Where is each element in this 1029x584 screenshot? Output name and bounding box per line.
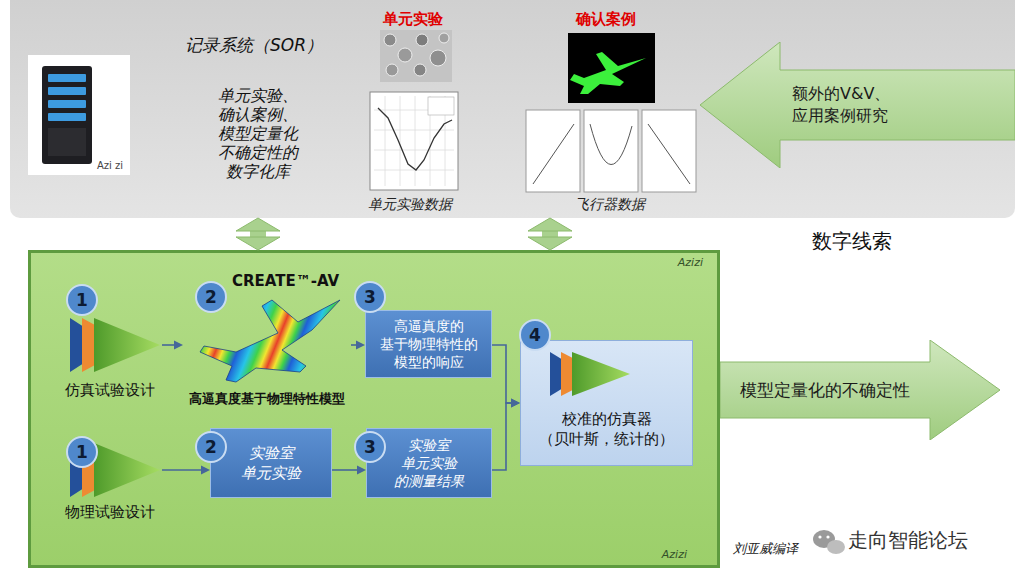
aircraft-image — [568, 33, 655, 103]
aircraft-image — [570, 52, 646, 94]
emulator-box: 校准的仿真器 （贝叶斯，统计的） — [520, 340, 693, 466]
server-icon — [42, 66, 92, 164]
feedback-arrow: 额外的V&V、 应用案例研究 — [700, 42, 1015, 168]
design-icon — [70, 318, 112, 372]
server-icon — [48, 87, 86, 95]
arrow-shape — [700, 42, 1015, 168]
unit-test-chart — [428, 97, 454, 115]
record-panel: 记录系统（SOR） 单元实验、 确认案例、 模型定量化 不确定性的 数字化库 额外的… — [10, 0, 1015, 218]
node-text: 记录系统（SOR） — [185, 34, 323, 57]
unit-test-chart — [370, 92, 458, 190]
wechat-icon — [818, 535, 821, 538]
process-box: 高逼真度的 基于物理特性的 模型的响应 — [365, 310, 492, 378]
picture-caption: 飞行器数据 — [575, 196, 645, 214]
node-text: 模型定量化的不确定性 — [720, 379, 930, 402]
picture-title: 单元实验 — [383, 10, 443, 29]
process-box: 实验室 单元实验 — [210, 428, 332, 498]
design-icon — [82, 318, 132, 372]
design-block: 仿真试验设计 — [57, 300, 162, 400]
watermark: Azi zi — [97, 160, 123, 171]
unit-test-chart — [374, 96, 454, 186]
material-sample — [386, 64, 398, 76]
flight-data-charts — [526, 110, 580, 192]
picture-title: 确认案例 — [576, 10, 636, 29]
flight-data-charts — [648, 124, 690, 184]
callout-number: 4 — [519, 319, 551, 351]
flight-data-charts — [533, 124, 574, 184]
design-icon — [70, 318, 160, 372]
node-text: Azizi — [678, 256, 703, 269]
node-text: 高逼真度基于物理特性模型 — [183, 390, 351, 408]
wechat-icon — [827, 540, 845, 554]
server-icon — [28, 55, 130, 175]
brand-watermark: 走向智能论坛 — [848, 527, 968, 554]
flight-data-charts — [526, 110, 696, 192]
translator-credit: 刘亚威编译 — [733, 540, 798, 558]
wechat-icon — [813, 530, 845, 554]
wechat-icon — [826, 535, 829, 538]
material-sample — [380, 30, 452, 82]
output-arrow: 模型定量化的不确定性 — [720, 340, 1000, 440]
node-text: 实验室 单元实验 的测量结果 — [389, 436, 469, 490]
node-text: Azizi — [662, 548, 687, 561]
process-box: 实验室 单元实验 的测量结果 — [366, 428, 492, 498]
node-text: 校准的仿真器 （贝叶斯，统计的） — [537, 409, 677, 449]
arrow-shape — [720, 340, 1000, 440]
section-title: 数字线索 — [812, 228, 892, 255]
picture-caption: 单元实验数据 — [368, 196, 452, 214]
node-text: 单元实验、 确认案例、 模型定量化 不确定性的 数字化库 — [214, 86, 302, 181]
aircraft-model — [200, 300, 340, 382]
material-sample — [380, 30, 452, 82]
server-icon — [48, 128, 86, 156]
server-icon — [48, 113, 86, 121]
callout-number: 2 — [195, 431, 227, 463]
arrow-shape — [700, 42, 1015, 168]
aircraft-model — [200, 300, 340, 382]
flight-data-charts — [590, 124, 632, 165]
material-sample — [414, 64, 426, 76]
thread-arrow — [250, 229, 266, 239]
node-text: 实验室 单元实验 — [236, 443, 306, 483]
design-icon — [94, 443, 160, 497]
node-text: 物理试验设计 — [65, 503, 155, 522]
node-text: 额外的V&V、 应用案例研究 — [792, 83, 914, 127]
material-sample — [416, 34, 428, 46]
thread-arrow — [542, 229, 558, 239]
material-sample — [398, 48, 412, 62]
flight-data-charts — [584, 110, 638, 192]
server-icon — [48, 74, 86, 82]
node-text: 仿真试验设计 — [65, 381, 155, 400]
node-text: CREATE™-AV — [232, 272, 339, 290]
unit-test-chart — [370, 92, 458, 190]
node-text: 高逼真度的 基于物理特性的 模型的响应 — [378, 317, 480, 371]
server-icon — [48, 100, 86, 108]
callout-number: 1 — [66, 436, 98, 468]
material-sample — [384, 34, 396, 46]
server-icon — [28, 55, 130, 175]
material-sample — [430, 50, 446, 66]
flight-data-charts — [642, 110, 696, 192]
callout-number: 3 — [354, 281, 386, 313]
callout-number: 3 — [354, 431, 386, 463]
design-icon — [94, 318, 160, 372]
callout-number: 2 — [195, 281, 227, 313]
aircraft-image — [568, 33, 655, 103]
material-sample — [439, 33, 449, 43]
unit-test-chart — [378, 108, 452, 170]
callout-number: 1 — [66, 284, 98, 316]
